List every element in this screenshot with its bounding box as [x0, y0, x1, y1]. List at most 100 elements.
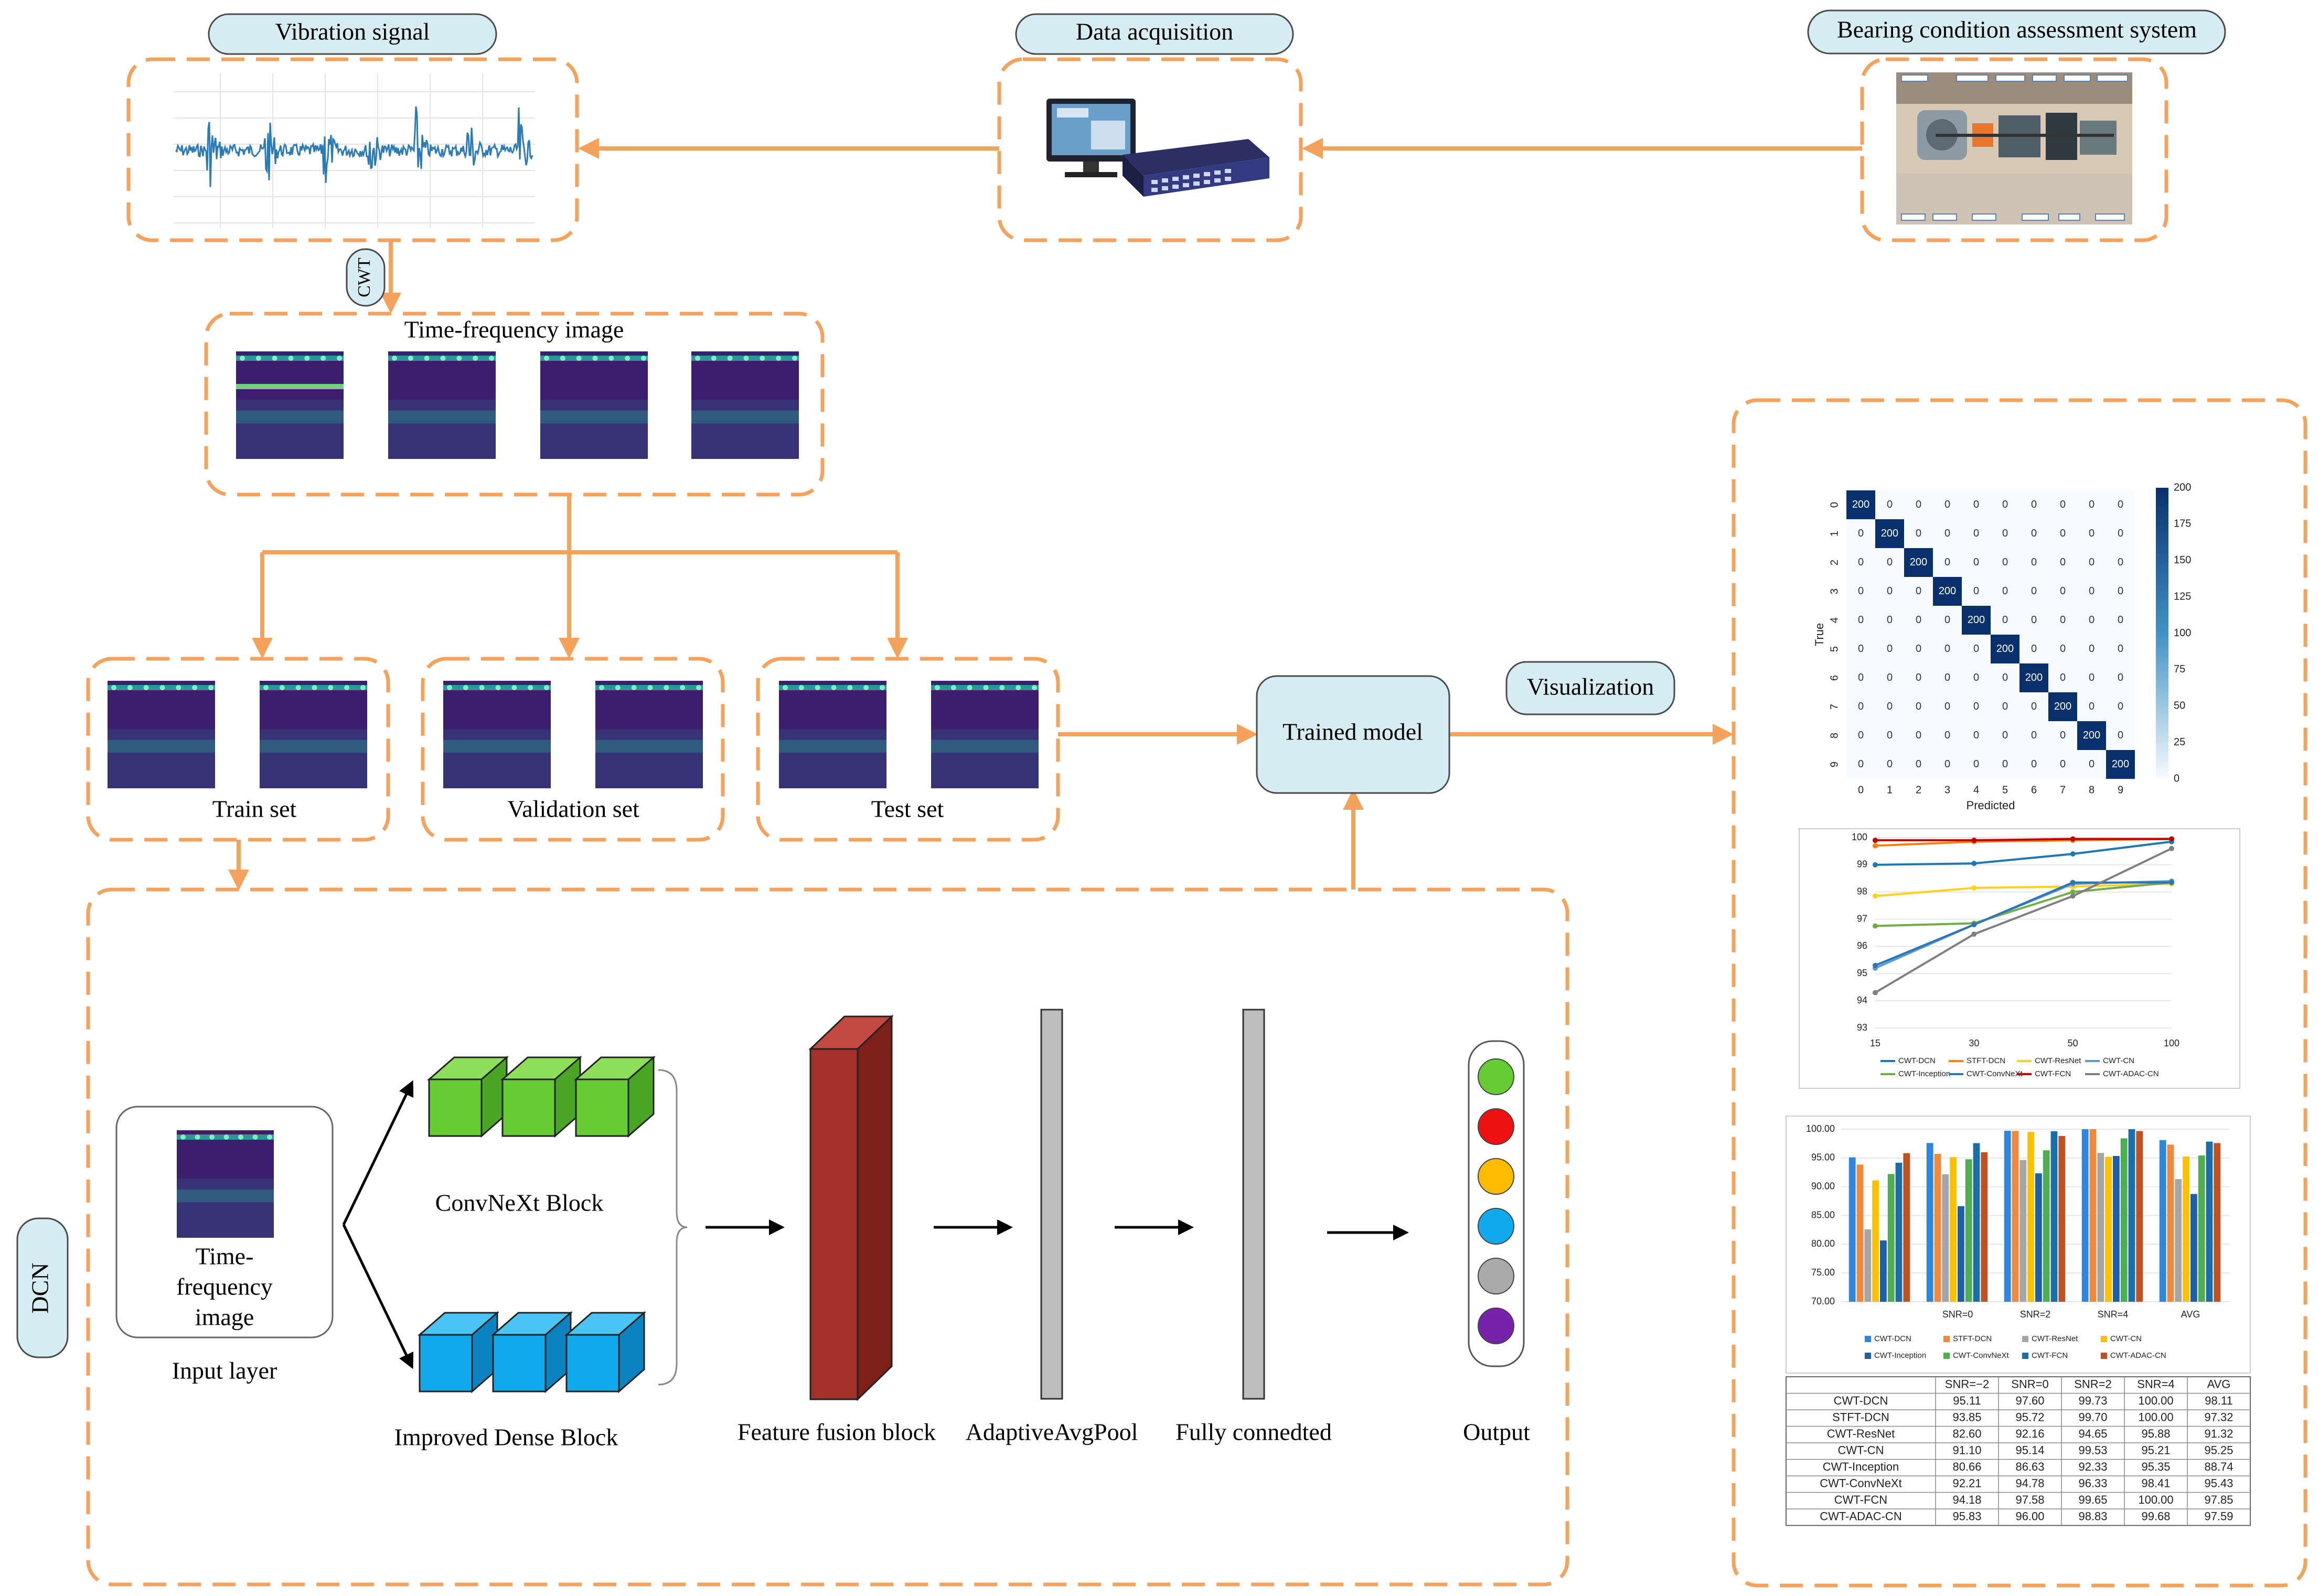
cm-cell-value: 0: [1973, 585, 1979, 597]
feature-fusion-block: [808, 1014, 894, 1401]
table-cell: 99.73: [2078, 1394, 2107, 1407]
table-cell: 98.83: [2078, 1510, 2107, 1523]
cm-cell-value: 0: [1973, 758, 1979, 770]
table-header-cell: SNR=4: [2137, 1378, 2175, 1391]
table-cell: 91.10: [1952, 1444, 1981, 1457]
convnext-block-label: ConvNeXt Block: [435, 1190, 604, 1216]
bar-chart-ytick: 100.00: [1806, 1123, 1835, 1134]
block-cube-front: [492, 1334, 547, 1393]
table-header-cell: SNR=2: [2074, 1378, 2112, 1391]
input-layer-label: Input layer: [172, 1357, 277, 1384]
cm-cell-value: 0: [2060, 499, 2066, 510]
output-node: [1478, 1258, 1514, 1294]
table-cell: 95.72: [2015, 1411, 2044, 1424]
cm-row-label: 9: [1829, 762, 1840, 767]
spectrogram-image: [236, 351, 344, 459]
line-chart-xtick: 30: [1969, 1038, 1979, 1048]
line-legend-label: STFT-DCN: [1967, 1056, 2005, 1065]
table-cell: 95.43: [2204, 1477, 2233, 1490]
cm-cell-value: 0: [2118, 672, 2123, 683]
line-point: [1971, 885, 1977, 891]
cm-cell-value: 200: [2112, 758, 2129, 770]
merge-brace: [658, 1069, 688, 1386]
bar-chart-ytick: 95.00: [1811, 1152, 1835, 1163]
train-set-label: Train set: [212, 796, 297, 822]
arrow-to-dense: [342, 1224, 414, 1369]
vibration-signal-plot: [173, 73, 535, 228]
fully-connected-label: Fully connedted: [1175, 1419, 1332, 1445]
cm-ylabel: True: [1813, 623, 1826, 646]
cm-cell-value: 0: [2089, 585, 2094, 597]
cm-col-label: 4: [1973, 784, 1979, 796]
spectrogram-image: [108, 681, 215, 788]
bar: [2058, 1136, 2066, 1302]
cm-colorbar-tick: 100: [2174, 627, 2191, 639]
cm-cell-value: 0: [1916, 643, 1921, 655]
line-point: [1873, 893, 1878, 899]
table-cell: CWT-ConvNeXt: [1820, 1477, 1901, 1490]
bar-legend-swatch: [1943, 1336, 1950, 1342]
bar: [2035, 1173, 2042, 1302]
line-series: [1875, 881, 2172, 927]
bar-chart-ytick: 70.00: [1811, 1296, 1835, 1306]
spectrogram-image: [177, 1130, 274, 1238]
bar-legend-label: CWT-Inception: [1874, 1351, 1926, 1360]
line-point: [1971, 838, 1977, 843]
cm-cell-value: 0: [1887, 730, 1893, 741]
cm-cell-value: 0: [2060, 585, 2066, 597]
bar: [1981, 1152, 1988, 1302]
accuracy-table: CWT-DCNSTFT-DCNCWT-ResNetCWT-CNCWT-Incep…: [1786, 1376, 2251, 1526]
cm-cell-value: 0: [2002, 528, 2008, 539]
table-cell: 93.85: [1952, 1411, 1981, 1424]
cm-cell-value: 0: [1944, 758, 1950, 770]
bar: [2175, 1179, 2182, 1302]
table-cell: CWT-CN: [1838, 1444, 1884, 1457]
cm-cell-value: 0: [2118, 701, 2123, 712]
bar-legend-swatch: [1865, 1353, 1871, 1359]
bar: [1864, 1229, 1872, 1302]
input-text-line2: frequency: [176, 1273, 273, 1300]
cm-cell-diagonal: [2019, 663, 2048, 692]
table-frame: [1786, 1376, 2251, 1526]
line-series: [1875, 881, 2172, 967]
cm-cell-value: 0: [2089, 499, 2094, 510]
cm-row-label: 7: [1829, 704, 1840, 710]
trained-model-box[interactable]: [1256, 675, 1450, 794]
table-cell: 95.35: [2141, 1460, 2170, 1473]
cm-cell-value: 0: [2031, 758, 2037, 770]
trained-model-label: Trained model: [1283, 719, 1423, 745]
fully-connected-bar: [1242, 1009, 1265, 1400]
line-point: [2070, 851, 2076, 857]
bar-legend-label: CWT-FCN: [2032, 1351, 2068, 1360]
line-point: [1873, 990, 1878, 995]
cm-cell-value: 0: [2031, 499, 2037, 510]
cm-cell-value: 0: [2031, 730, 2037, 741]
bar: [2043, 1150, 2050, 1302]
cm-col-label: 2: [1916, 784, 1921, 796]
cm-row-label: 1: [1829, 531, 1840, 537]
cm-cell-diagonal: [1933, 577, 1962, 606]
cm-cell-value: 0: [2031, 701, 2037, 712]
cm-row-label: 4: [1829, 617, 1840, 623]
cm-cell-value: 0: [2002, 614, 2008, 626]
cm-cell-value: 0: [2118, 730, 2123, 741]
bar-legend-label: CWT-ADAC-CN: [2110, 1351, 2166, 1360]
cm-cell-value: 200: [1996, 643, 2014, 655]
cm-cell-value: 0: [2118, 643, 2123, 655]
bar: [2089, 1129, 2097, 1302]
bearing-system-label: Bearing condition assessment system: [1837, 16, 2197, 43]
flow-arrows: [228, 138, 1862, 891]
bar: [2214, 1143, 2221, 1302]
train-set-frame: [86, 657, 390, 842]
line-chart-ytick: 99: [1857, 859, 1867, 870]
cm-cell-value: 0: [2089, 758, 2094, 770]
cm-cell-value: 0: [1944, 672, 1950, 683]
line-point: [2169, 836, 2174, 842]
bar: [1887, 1174, 1895, 1302]
spectrogram-image: [260, 681, 367, 788]
cm-cell-value: 0: [2031, 643, 2037, 655]
bar-legend-swatch: [1865, 1336, 1871, 1342]
cm-cell-value: 200: [2025, 672, 2043, 683]
table-cell: CWT-Inception: [1823, 1460, 1899, 1473]
